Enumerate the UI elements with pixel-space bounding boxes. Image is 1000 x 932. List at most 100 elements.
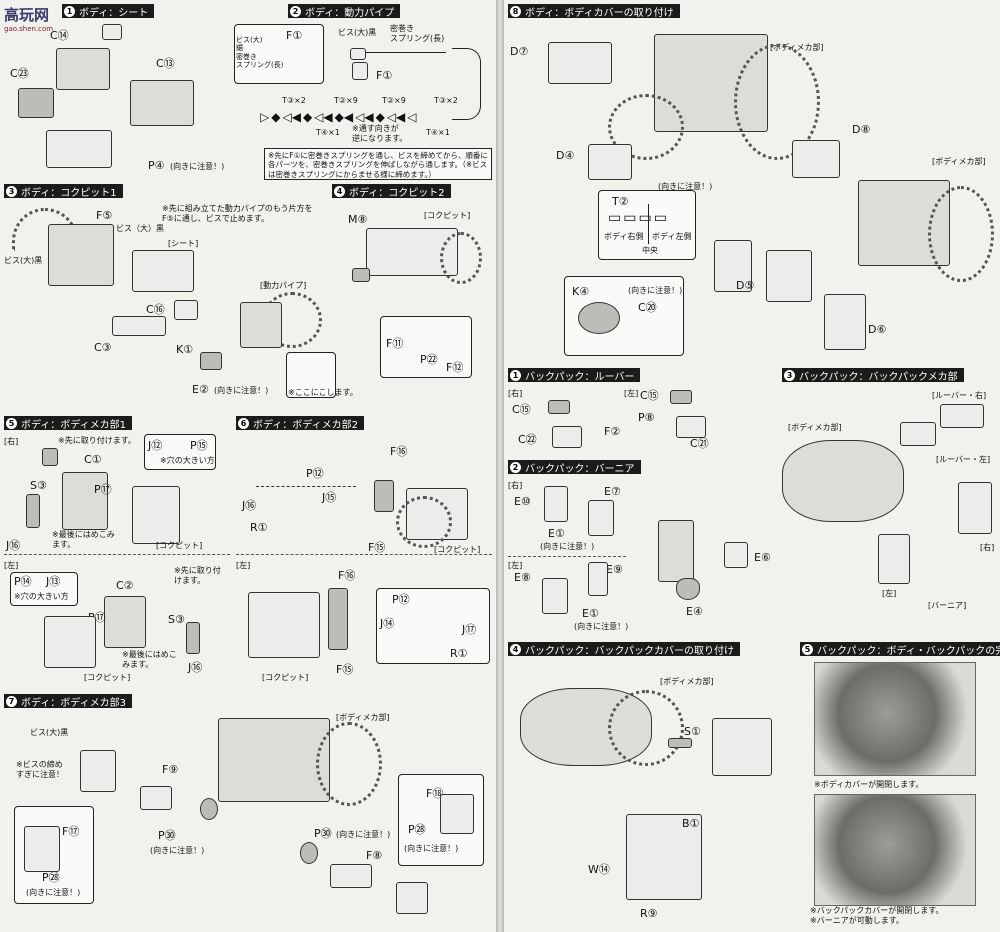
book-spine <box>496 0 504 932</box>
detail-note: ※最後にはめこみます。 <box>122 650 177 669</box>
orientation-note: (向きに注意！) <box>404 844 459 853</box>
completed-body-photo <box>814 662 976 776</box>
part-p30 <box>300 842 318 864</box>
part-s3 <box>186 622 200 654</box>
pipe-hose <box>608 94 684 160</box>
cockpit-side <box>240 302 282 348</box>
part-c23 <box>18 88 54 118</box>
part-label: E① <box>582 607 599 620</box>
part-label: C⑭ <box>50 29 69 42</box>
part-label: P⑰ <box>88 611 106 624</box>
part-label: E② <box>192 383 209 396</box>
part-label: C⑮ <box>640 389 659 402</box>
reverse-note: ※通す向きが 逆になります。 <box>352 124 408 143</box>
flow-arrow <box>452 48 481 120</box>
instruction-text: ※先にF①に密巻きスプリングを通し、ビスを締めてから、順番に各パーツを、密巻きス… <box>268 151 488 179</box>
detail-box <box>286 352 336 398</box>
seat-assembly <box>46 130 112 168</box>
mecha-assembly <box>248 592 320 658</box>
side-label: [左] <box>882 589 897 598</box>
cockpit-part <box>132 486 180 544</box>
orientation-note: (向きに注意！) <box>150 846 205 855</box>
screw-label: ビス(大)黒 <box>338 28 377 37</box>
t-label: T②×9 <box>382 96 406 105</box>
orientation-note: (向きに注意！) <box>574 622 629 631</box>
part-label: R⑨ <box>640 907 658 920</box>
mecha-label: [ボディメカ部] <box>770 43 824 52</box>
orientation-note: (向きに注意！) <box>336 830 391 839</box>
detail-note: ※先に取り付けます。 <box>174 566 221 585</box>
part-b1 <box>626 814 702 900</box>
part-label: J⑯ <box>242 499 257 512</box>
part-e7 <box>588 500 614 536</box>
pipe-hose <box>734 44 820 160</box>
part-label: F⑮ <box>368 541 386 554</box>
part-label: E⑦ <box>604 485 621 498</box>
detail-note: ※ここにこします。 <box>288 388 358 397</box>
part-label: F⑯ <box>390 445 408 458</box>
vernier-left <box>878 534 910 584</box>
part-c22 <box>552 426 582 448</box>
part-s3 <box>26 494 40 528</box>
detail-box <box>144 434 216 470</box>
backpack-cover <box>712 718 772 776</box>
part-label: E⑧ <box>514 571 531 584</box>
vernier-body <box>658 520 694 582</box>
part-label: F⑮ <box>336 663 354 676</box>
part-label: J⑯ <box>188 661 203 674</box>
orientation-note: (向きに注意！) <box>658 182 713 191</box>
part-label: J⑭ <box>380 617 395 630</box>
part-label: P⑭ <box>14 575 32 588</box>
part-label: C⑯ <box>146 303 165 316</box>
part-label: P㉚ <box>158 829 176 842</box>
photo-caption: ※バックパックカバーが開閉します。 ※バーニアが可動します。 <box>810 906 944 925</box>
part-label: C⑬ <box>156 57 175 70</box>
cockpit-label: [コクピット] <box>262 673 309 682</box>
part-label: F① <box>376 69 393 82</box>
part-label: P⑫ <box>392 593 410 606</box>
louver-left <box>900 422 936 446</box>
part-f17 <box>24 826 60 872</box>
part-c16 <box>174 300 198 320</box>
detail-note: ※穴の大きい方 <box>160 456 215 465</box>
part-d5a <box>714 240 752 292</box>
part-d6 <box>824 294 866 350</box>
part-e8 <box>542 578 568 614</box>
part-label: B① <box>682 817 700 830</box>
orientation-note: (向きに注意！) <box>540 542 595 551</box>
part-label: F⑧ <box>366 849 383 862</box>
part-label: P㉘ <box>408 823 426 836</box>
part-f8 <box>330 864 372 888</box>
t-label: T③×2 <box>282 96 306 105</box>
part-d5b <box>766 250 812 302</box>
photo-caption: ※ボディカバーが開閉します。 <box>814 780 924 789</box>
louver-label: [ルーバー・左] <box>936 455 991 464</box>
seat-label: [シート] <box>168 239 199 248</box>
part-label: M⑧ <box>348 213 368 226</box>
part-label: D⑧ <box>852 123 871 136</box>
part-label: C③ <box>94 341 112 354</box>
part-c15 <box>670 390 692 404</box>
screw-label: ビス(大)黒 <box>30 728 69 737</box>
completed-backpack-photo <box>814 794 976 906</box>
part-c13 <box>130 80 194 126</box>
cockpit-label: [コクピット] <box>424 211 471 220</box>
louver-label: [ルーバー・右] <box>932 391 987 400</box>
part-f18 <box>396 882 428 914</box>
part <box>42 448 58 466</box>
mecha-body <box>218 718 330 802</box>
mecha-label: [ボディメカ部] <box>932 157 986 166</box>
